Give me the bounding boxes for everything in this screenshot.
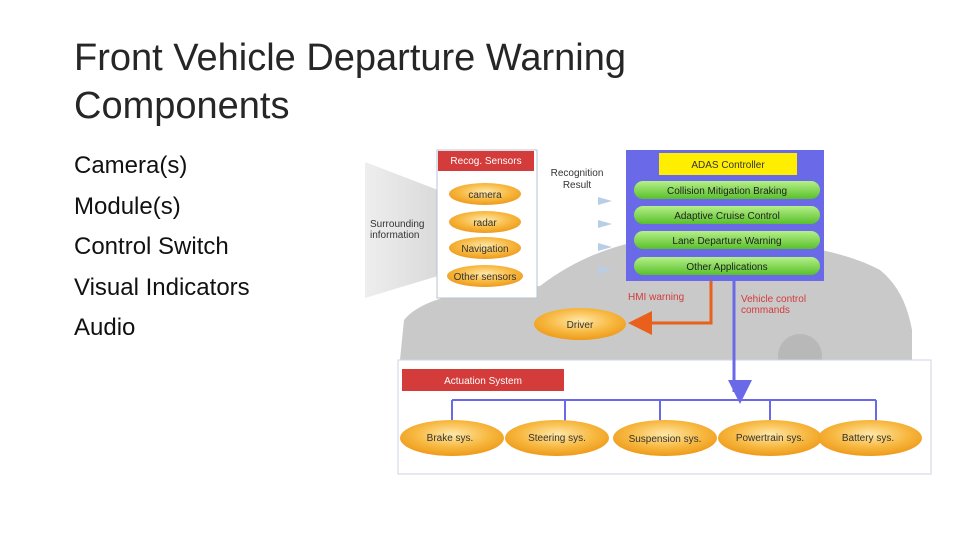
actuator-powertrain [718,420,822,456]
recognition-result-line1: Recognition [551,168,604,179]
recog-sensors-label: Recog. Sensors [450,156,521,167]
driver-label: Driver [567,320,594,331]
bullet-item: Module(s) [74,192,181,220]
adas-item [634,181,820,199]
surrounding-info-line2: information [370,230,419,241]
adas-controller-header [659,153,797,175]
adas-item [634,231,820,249]
actuation-label: Actuation System [444,376,522,387]
actuator-brake [400,420,504,456]
bullet-item: Visual Indicators [74,273,250,301]
sensor-radar [449,211,521,233]
sensor-navigation [449,237,521,259]
adas-diagram-svg: Surrounding information Recog. Sensors c… [365,149,932,475]
surrounding-info-line1: Surrounding [370,219,424,230]
result-arrow-1 [598,197,612,205]
sensor-other [447,265,523,287]
sensor-other-label: Other sensors [454,272,517,283]
adas-item-label: Collision Mitigation Braking [667,186,787,197]
actuator-steering-label: Steering sys. [528,433,586,444]
vehicle-control-line1: Vehicle control [741,294,806,305]
adas-item [634,257,820,275]
bullet-item: Control Switch [74,233,229,260]
adas-diagram: Surrounding information Recog. Sensors c… [340,140,940,485]
adas-item [634,206,820,224]
adas-item-label: Other Applications [686,262,767,273]
sensor-navigation-label: Navigation [461,244,508,255]
actuator-suspension [613,420,717,456]
sensor-camera-label: camera [468,190,502,201]
adas-item-label: Adaptive Cruise Control [674,211,780,222]
slide-title: Front Vehicle Departure Warning Componen… [74,37,626,127]
sensor-camera [449,183,521,205]
bullet-item: Camera(s) [74,152,188,179]
actuator-powertrain-label: Powertrain sys. [736,433,804,444]
actuator-bus [451,399,877,422]
driver-node [534,308,626,340]
bullet-list: Camera(s) Module(s) Control Switch Visua… [74,146,354,349]
actuation-header [402,369,564,391]
sensor-beam [365,162,438,298]
hmi-warning-arrow [628,281,713,335]
adas-controller-title: ADAS Controller [691,160,765,171]
actuator-battery [818,420,922,456]
hmi-warning-label: HMI warning [628,292,684,303]
sensor-radar-label: radar [473,218,497,229]
actuator-steering [505,420,609,456]
actuator-battery-label: Battery sys. [842,433,894,444]
recog-sensors-header [438,151,534,171]
actuator-brake-label: Brake sys. [427,433,474,444]
result-arrow-3 [598,243,612,251]
vehicle-control-line2: commands [741,305,790,316]
result-arrow-2 [598,220,612,228]
actuator-suspension-label: Suspension sys. [629,434,702,445]
recognition-result-line2: Result [563,180,592,191]
adas-item-label: Lane Departure Warning [672,236,781,247]
bullet-item: Audio [74,314,136,341]
result-arrow-4 [598,266,612,274]
